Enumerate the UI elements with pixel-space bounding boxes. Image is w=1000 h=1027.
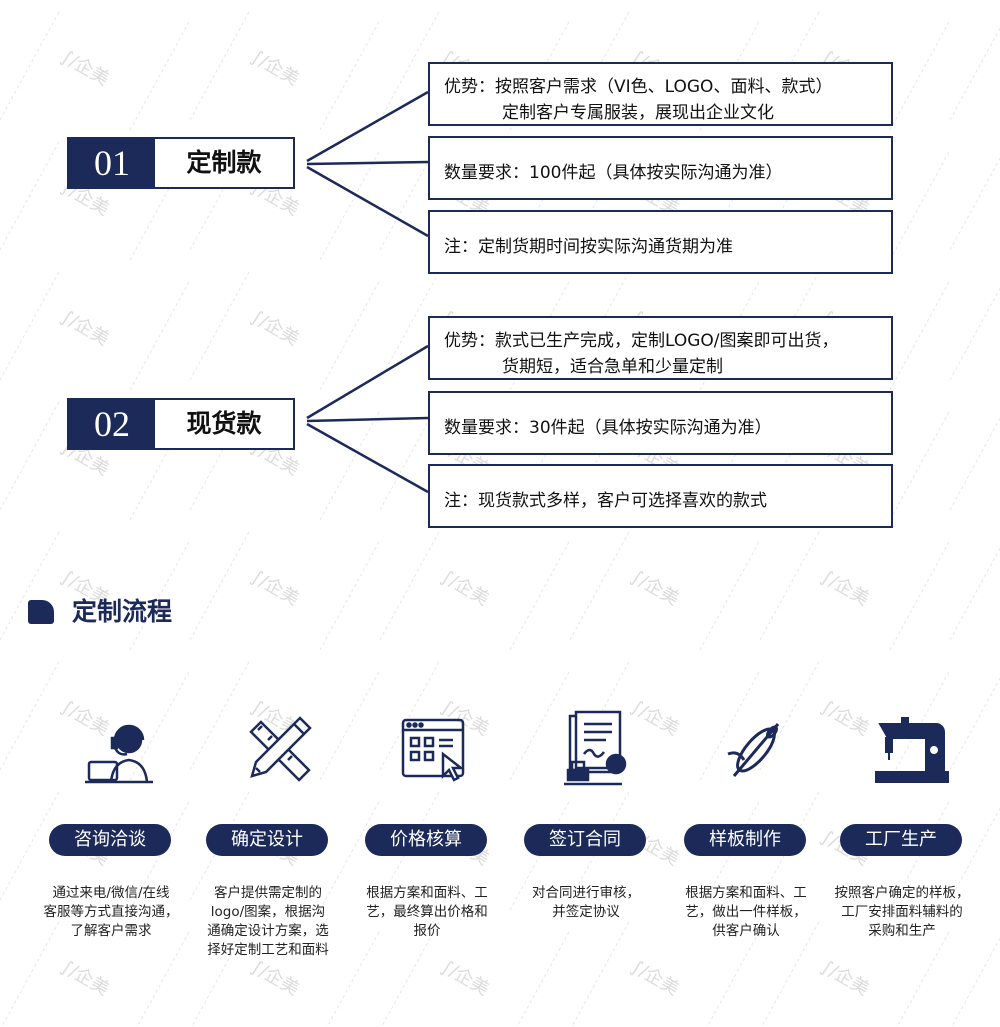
section-title-text: 定制流程 bbox=[72, 597, 173, 626]
item-tag-stock: 02 现货款 bbox=[67, 398, 295, 450]
box-text-line: 数量要求：100件起（具体按实际沟通为准） bbox=[444, 163, 783, 183]
info-box-note: 注：现货款式多样，客户可选择喜欢的款式 bbox=[428, 464, 893, 528]
box-text-line: 数量要求：30件起（具体按实际沟通为准） bbox=[444, 418, 772, 438]
info-box-quantity: 数量要求：100件起（具体按实际沟通为准） bbox=[428, 136, 893, 200]
sewing-machine-icon bbox=[875, 717, 949, 783]
section-marker-icon bbox=[28, 600, 54, 624]
step-description: 通过来电/微信/在线 客服等方式直接沟通， 了解客户需求 bbox=[43, 885, 179, 939]
step-label: 咨询洽谈 bbox=[49, 824, 171, 856]
connector-lines bbox=[306, 90, 429, 494]
info-box-quantity: 数量要求：30件起（具体按实际沟通为准） bbox=[428, 391, 893, 455]
box-text-line: 优势：款式已生产完成，定制LOGO/图案即可出货， bbox=[444, 331, 839, 351]
contract-stamp-icon bbox=[564, 710, 627, 786]
item-label: 现货款 bbox=[186, 409, 262, 438]
step-description: 按照客户确定的样板， 工厂安排面料辅料的 采购和生产 bbox=[834, 885, 970, 939]
step-label: 工厂生产 bbox=[840, 824, 962, 856]
step-label: 样板制作 bbox=[684, 824, 806, 856]
item-label: 定制款 bbox=[186, 148, 262, 177]
info-box-advantage: 优势：按照客户需求（VI色、LOGO、面料、款式） 定制客户专属服装，展现出企业… bbox=[428, 62, 893, 126]
headset-agent-icon bbox=[85, 724, 153, 784]
box-text-line: 注：定制货期时间按实际沟通货期为准 bbox=[444, 237, 733, 257]
box-text-line: 定制客户专属服装，展现出企业文化 bbox=[502, 103, 774, 123]
box-text-line: 注：现货款式多样，客户可选择喜欢的款式 bbox=[444, 491, 767, 511]
needle-thread-icon bbox=[727, 723, 780, 777]
item-number: 01 bbox=[69, 139, 155, 187]
ruler-pencil-icon bbox=[249, 716, 312, 782]
info-box-advantage: 优势：款式已生产完成，定制LOGO/图案即可出货， 货期短，适合急单和少量定制 bbox=[428, 316, 893, 380]
box-text-line: 优势：按照客户需求（VI色、LOGO、面料、款式） bbox=[444, 77, 833, 97]
step-label: 签订合同 bbox=[524, 824, 646, 856]
step-label: 价格核算 bbox=[365, 824, 487, 856]
item-tag-custom: 01 定制款 bbox=[67, 137, 295, 189]
info-box-note: 注：定制货期时间按实际沟通货期为准 bbox=[428, 210, 893, 274]
step-description: 对合同进行审核， 并签定协议 bbox=[532, 885, 640, 920]
box-text-line: 货期短，适合急单和少量定制 bbox=[502, 357, 723, 377]
step-description: 客户提供需定制的 logo/图案，根据沟 通确定设计方案，选 择好定制工艺和面料 bbox=[207, 885, 329, 958]
step-description: 根据方案和面料、工 艺，最终算出价格和 报价 bbox=[366, 885, 488, 939]
item-number: 02 bbox=[69, 400, 155, 448]
calculator-window-icon bbox=[401, 718, 465, 782]
step-label: 确定设计 bbox=[206, 824, 328, 856]
step-description: 根据方案和面料、工 艺，做出一件样板， 供客户确认 bbox=[685, 885, 807, 939]
